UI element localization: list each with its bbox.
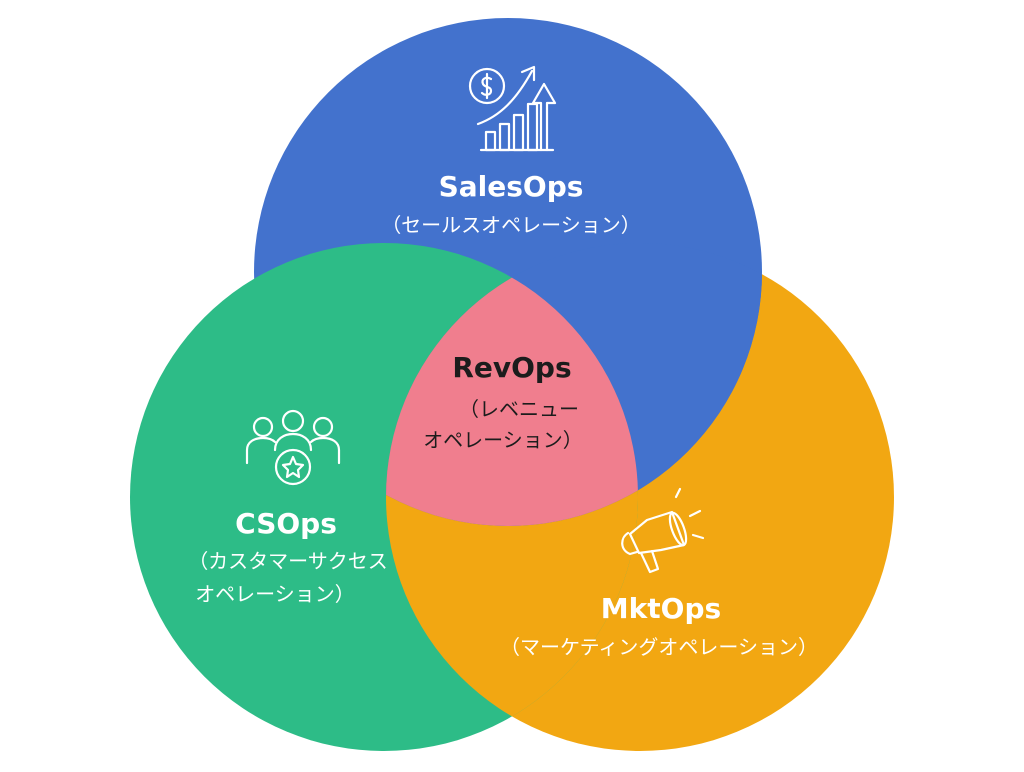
salesops-title: SalesOps xyxy=(438,170,584,203)
mktops-subtitle: （マーケティングオペレーション） xyxy=(500,635,818,659)
revops-title: RevOps xyxy=(452,351,572,384)
revops-subtitle-line1: （レベニュー xyxy=(459,397,579,421)
csops-subtitle-line1: （カスタマーサクセス xyxy=(188,549,388,573)
megaphone-icon xyxy=(621,487,705,574)
csops-title: CSOps xyxy=(235,507,337,540)
revops-center-region xyxy=(386,243,638,526)
sales-growth-chart-icon xyxy=(468,65,557,152)
revops-subtitle-line2: オペレーション） xyxy=(423,428,583,452)
salesops-subtitle: （セールスオペレーション） xyxy=(381,213,641,237)
customer-group-star-icon xyxy=(245,409,341,486)
mktops-title: MktOps xyxy=(600,592,722,625)
csops-subtitle-line2: オペレーション） xyxy=(195,582,355,606)
